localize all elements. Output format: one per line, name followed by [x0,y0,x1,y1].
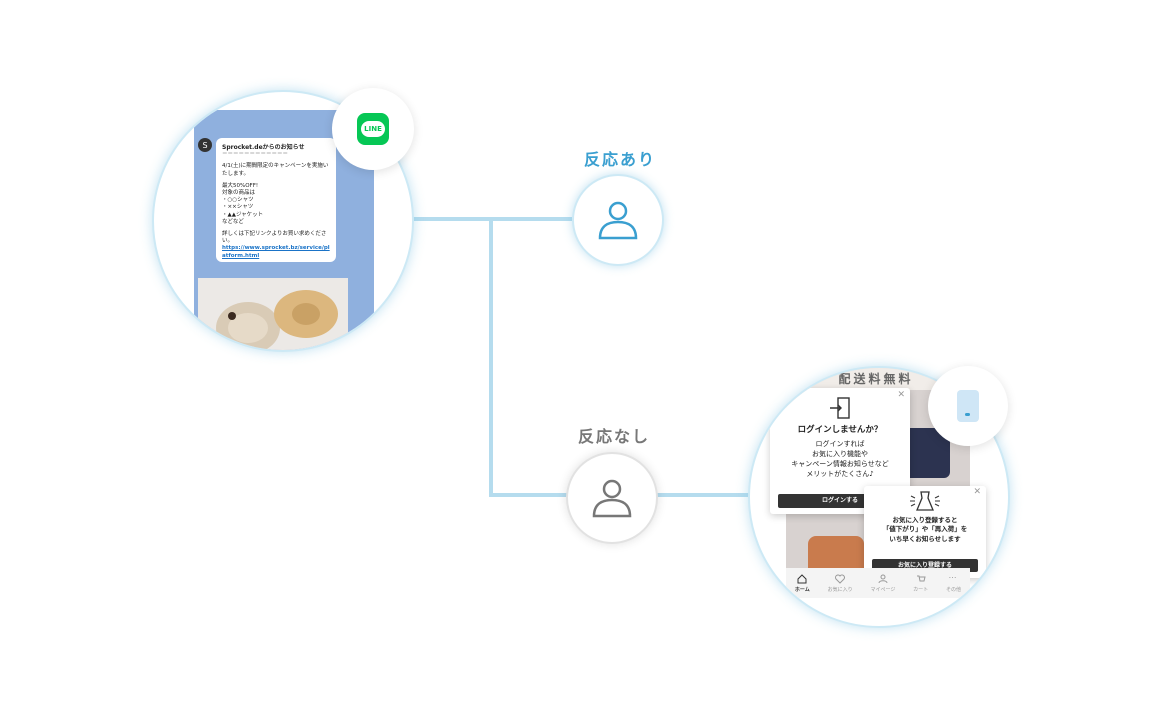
login-icon [830,397,850,419]
shipping-banner: 配送料無料 [806,368,946,390]
dress-icon [910,491,940,511]
product-photo [198,278,348,350]
user-icon [878,574,888,583]
favorite-popup-body-2: 「値下がり」や「再入荷」を [882,525,968,533]
message-line-8: 詳しくは下記リンクよりお買い求めください。 [222,231,327,245]
login-popup-body-3: キャンペーン情報お知らせなど [791,460,889,468]
home-icon [797,573,807,583]
responded-label: 反応あり [584,150,657,169]
favorite-popup-body-3: いち早くお知らせします [889,534,961,543]
message-line-5: ・××シャツ [222,204,254,211]
connector-to-no-response [489,493,569,497]
more-icon: ⋯ [948,572,957,582]
line-app-badge: LINE [332,88,414,170]
login-popup-body-4: メリットがたくさん♪ [806,470,874,478]
shop-app-circle: 配送料無料 ✕ ログインしませんか？ ログインすれば お気に入り機能や キャンペ… [748,366,1010,628]
login-popup-title: ログインしませんか？ [797,425,883,435]
chat-avatar: S [198,138,212,152]
message-line-2: 最大50%OFF! [222,182,259,189]
chat-bubble: Sprocket.deからのお知らせ ＝＝＝＝＝＝＝＝＝＝＝＝ 4/1(土)に期… [216,138,336,262]
tab-favorites[interactable]: お気に入り [828,574,853,593]
favorite-popup-body-1: お気に入り登録すると [892,515,958,524]
tab-label: お気に入り [827,586,853,593]
tab-cart[interactable]: カート [913,574,928,593]
person-icon [598,201,638,240]
tab-label: その他 [946,586,962,593]
connector-vertical [489,219,493,497]
smartphone-badge [928,366,1008,446]
heart-icon [835,574,846,584]
tab-mypage[interactable]: マイページ [870,574,895,593]
close-icon[interactable]: ✕ [897,390,905,400]
line-app-text: LINE [364,125,382,133]
message-line-3: 対象の商品は [222,190,256,197]
message-line-1: 4/1(土)に期間限定のキャンペーンを実施いたします。 [222,163,329,177]
tab-home[interactable]: ホーム [794,573,810,593]
tab-label: マイページ [870,586,896,593]
favorite-popup: ✕ お気に入り登録すると 「値下がり」や「再入荷」を いち早くお知らせします お… [864,486,986,578]
close-icon[interactable]: ✕ [973,487,981,497]
message-title: Sprocket.deからのお知らせ [222,144,305,151]
line-message-circle: S Sprocket.deからのお知らせ ＝＝＝＝＝＝＝＝＝＝＝＝ 4/1(土)… [152,90,414,352]
message-divider: ＝＝＝＝＝＝＝＝＝＝＝＝ [222,151,289,158]
line-app-icon: LINE [357,113,389,145]
tab-more[interactable]: ⋯ その他 [946,572,962,593]
message-line-6: ・▲▲ジャケット [222,211,264,218]
message-line-7: などなど [222,218,244,225]
bottom-tab-bar: ホーム お気に入り マイページ カート ⋯ その他 [786,568,970,598]
message-link[interactable]: https://www.sprocket.bz/service/platform… [222,245,330,259]
responded-node [572,174,664,266]
tab-label: カート [913,586,929,593]
smartphone-icon [957,390,979,422]
cart-icon [916,575,926,581]
no-response-label: 反応なし [578,427,651,446]
login-popup-body-1: ログインすれば [815,440,865,448]
no-response-node [566,452,658,544]
login-popup-body-2: お気に入り機能や [812,450,868,458]
message-line-4: ・○○シャツ [222,197,254,204]
person-icon [592,479,632,518]
tab-label: ホーム [794,586,810,593]
connector-to-shop [656,493,750,497]
